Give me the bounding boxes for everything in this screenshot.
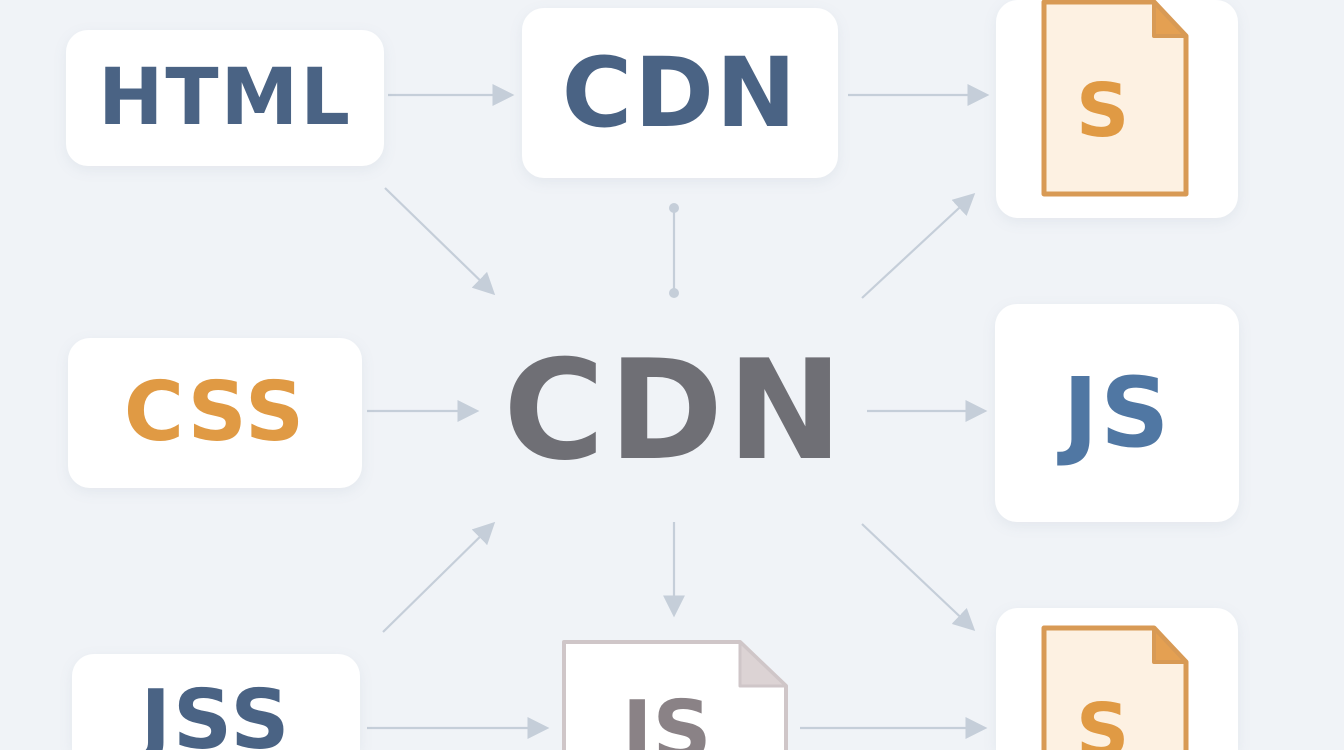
node-cdn-top-label: CDN <box>561 37 799 149</box>
node-doc-bottom: S <box>996 608 1238 750</box>
file-icon <box>1041 625 1189 750</box>
doc-bottom-letter: S <box>1076 688 1132 750</box>
node-js-label: JS <box>1062 357 1172 469</box>
node-doc-top: S <box>996 0 1238 218</box>
arrow-html-to-center <box>384 187 496 296</box>
node-css-label: CSS <box>123 365 307 460</box>
file-icon <box>1041 0 1189 197</box>
file-icon <box>562 640 788 750</box>
node-html-label: HTML <box>98 53 352 143</box>
node-cdn-center: CDN <box>490 336 860 486</box>
arrow-center-to-doc-bottom <box>861 523 976 632</box>
arrow-center-to-doc-top <box>861 193 976 299</box>
node-cdn-center-label: CDN <box>503 330 847 491</box>
node-cdn-top: CDN <box>522 8 838 178</box>
node-html: HTML <box>66 30 384 166</box>
link-dot-top <box>669 203 679 213</box>
link-dot-bottom <box>669 288 679 298</box>
doc-top-letter: S <box>1076 68 1132 154</box>
node-jss-label: JSS <box>140 673 292 750</box>
arrow-jss-to-center <box>382 521 496 633</box>
node-js: JS <box>995 304 1239 522</box>
node-doc-js: JS <box>560 638 790 750</box>
doc-js-letter: JS <box>622 684 712 750</box>
node-css: CSS <box>68 338 362 488</box>
node-jss: JSS <box>72 654 360 750</box>
